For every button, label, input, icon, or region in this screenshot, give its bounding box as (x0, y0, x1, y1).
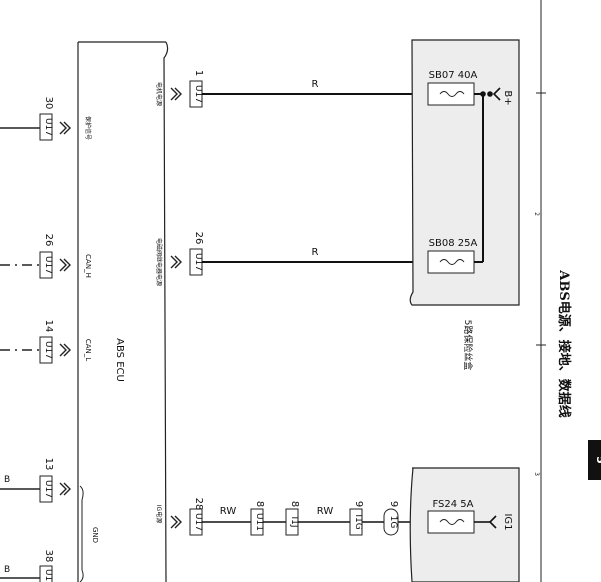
terminal-arrow-icon (170, 255, 182, 269)
svg-text:U17: U17 (43, 480, 53, 498)
svg-text:U17: U17 (43, 341, 53, 359)
pin-1-connector: U17 1 (170, 70, 204, 108)
ecu-right-edge (163, 41, 169, 582)
fuse-body (427, 510, 475, 534)
fuse-label: SB08 25A (429, 238, 478, 249)
pin-signal-label: CAN_H (84, 254, 92, 278)
signal-label-valve: 电磁阀继电器电源 (155, 238, 163, 286)
pin-13-connector: U17 13 B (0, 458, 71, 503)
pin-14-connector: U17 14 CAN_L (0, 320, 92, 364)
fuse-box-name: 5路保险丝盒 (462, 320, 474, 371)
connector-1g: 1G 9 (383, 501, 399, 536)
ecu-name: ABS ECU (114, 338, 125, 382)
gnd-label: GND (91, 527, 99, 543)
zone-marker: 2 (533, 212, 540, 216)
svg-text:I1J: I1J (289, 516, 299, 527)
page-margin: 2 3 ABS电源、接地、数据线 5 (533, 0, 601, 582)
terminal-arrow-icon (59, 482, 71, 496)
connector-i1j: I1J 8 (285, 501, 300, 536)
svg-text:I1G: I1G (353, 514, 363, 529)
connector-u11: U11 8 (250, 501, 265, 536)
svg-text:1G: 1G (388, 516, 398, 529)
terminal-arrow-icon (488, 515, 497, 529)
ig-circuit: RW RW U11 8 I1J 8 I1G 9 1G 9 FS24 5A (202, 467, 520, 582)
svg-text:U17: U17 (193, 85, 203, 103)
pin-26-connector: U17 26 CAN_H (0, 234, 92, 279)
signal-label-ig: IG电源 (155, 505, 163, 523)
pin-number: 9 (353, 501, 364, 507)
pin-number: 26 (193, 232, 204, 245)
pin-number: 26 (43, 234, 54, 247)
pin-number: 9 (388, 501, 399, 507)
supply-label: IG1 (502, 513, 513, 530)
pin-number: 1 (193, 70, 204, 76)
fuse-box-outline (409, 39, 520, 306)
fuse-body (427, 82, 475, 106)
pin-number: 13 (43, 458, 54, 471)
zone-marker: 3 (533, 472, 540, 476)
connector-label: U17 (43, 118, 53, 136)
fuse-sb08: SB08 25A (427, 238, 478, 274)
splice-dot (487, 91, 493, 97)
svg-text:U17: U17 (193, 253, 203, 271)
wire-color-b: B (4, 565, 10, 575)
terminal-arrow-icon (170, 515, 182, 529)
svg-text:U17: U17 (193, 513, 203, 531)
svg-text:U17: U17 (43, 256, 53, 274)
wire-color-label: R (312, 79, 319, 90)
section-tab-number: 5 (594, 456, 601, 464)
wire-color-label: R (312, 247, 319, 258)
ecu-right-connectors: U17 1 U17 26 U17 28 (170, 70, 204, 536)
fuse-sb07: SB07 40A (427, 70, 478, 106)
pin-number: 30 (43, 97, 54, 110)
wire-color-label: RW (317, 506, 334, 517)
terminal-arrow-icon (170, 87, 182, 101)
section-tab (588, 440, 601, 480)
terminal-arrow-icon (492, 87, 501, 101)
pin-number: 8 (254, 501, 265, 507)
signal-label-motor: 电机电源 (155, 82, 163, 106)
fuse-box: 5路保险丝盒 SB07 40A SB08 25A B+ (409, 39, 520, 371)
svg-text:U11: U11 (254, 513, 264, 531)
splice-dot (480, 91, 486, 97)
supply-label: B+ (502, 90, 513, 105)
pin-number: 28 (193, 498, 204, 511)
fuse-icon (439, 91, 465, 97)
fuse-label: SB07 40A (429, 70, 478, 81)
fuse-icon (439, 259, 465, 265)
wire-color-b: B (4, 475, 10, 485)
gnd-bracket (79, 485, 84, 582)
pin-30-connector: U17 30 保护信号 (0, 97, 92, 141)
fuse-icon (439, 519, 465, 525)
fuse-body (427, 250, 475, 274)
pin-signal-label: 保护信号 (84, 116, 92, 140)
pin-26r-connector: U17 26 (170, 232, 204, 276)
ecu-left-connectors: U17 30 保护信号 U17 26 CAN_H U17 14 CAN_L (0, 97, 99, 582)
pin-number: 8 (289, 501, 300, 507)
page-title: ABS电源、接地、数据线 (556, 269, 572, 417)
pin-38-connector: U17 38 B (0, 550, 54, 582)
svg-text:U17: U17 (43, 569, 53, 582)
terminal-arrow-icon (59, 343, 71, 357)
abs-ecu: ABS ECU (77, 41, 169, 582)
pin-number: 14 (43, 320, 54, 333)
wire-color-label: RW (220, 506, 237, 517)
pin-28-connector: U17 28 (170, 498, 204, 536)
pin-number: 38 (43, 550, 54, 563)
connector-i1g: I1G 9 (349, 501, 364, 536)
fuse-label: FS24 5A (432, 499, 473, 510)
terminal-arrow-icon (59, 121, 71, 135)
terminal-arrow-icon (59, 258, 71, 272)
pin-signal-label: CAN_L (84, 339, 92, 361)
